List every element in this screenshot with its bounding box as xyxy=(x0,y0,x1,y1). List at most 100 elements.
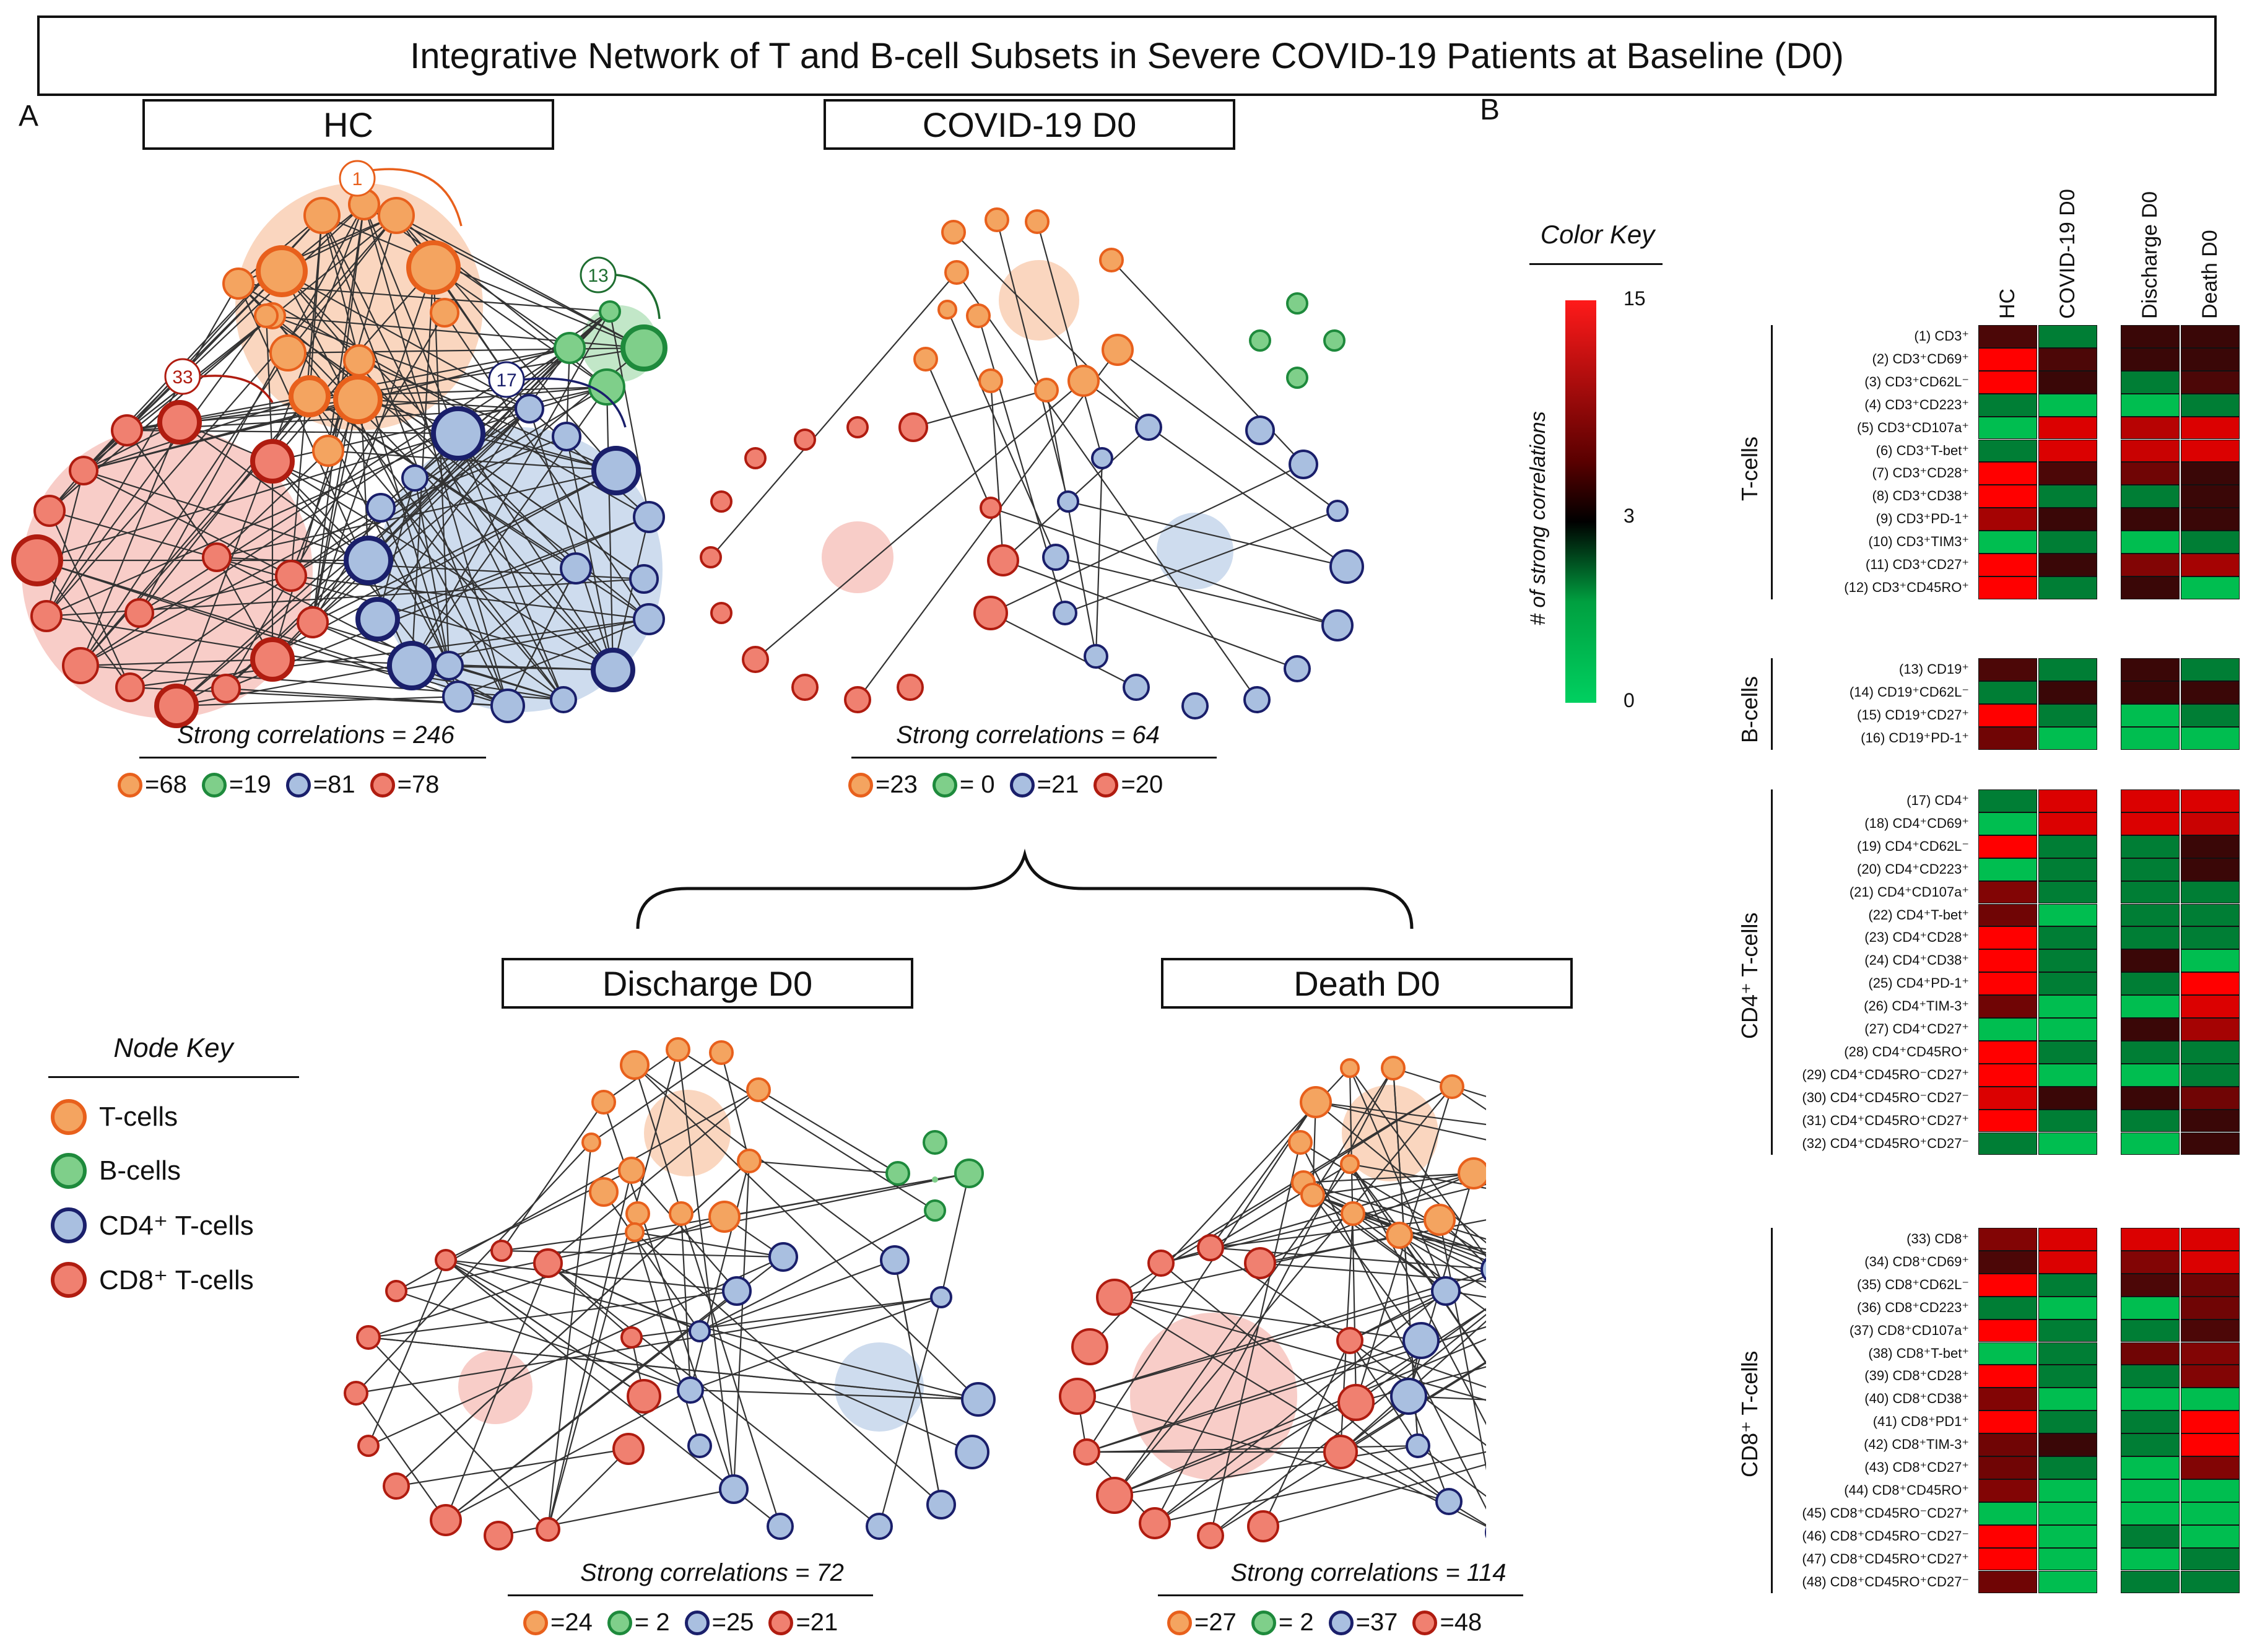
heatmap-cell xyxy=(2181,1018,2240,1041)
death-node-c8 xyxy=(1247,1510,1279,1542)
heatmap-cell xyxy=(1978,1433,2037,1456)
death-edge xyxy=(1154,1067,1394,1524)
hc-edge xyxy=(37,559,459,698)
heatmap-row-label: (45) CD8⁺CD45RO⁻CD27⁺ xyxy=(1802,1505,1969,1521)
t-cell-dot-icon xyxy=(523,1610,548,1635)
discharge-edge xyxy=(396,1172,970,1292)
hc-edge xyxy=(363,204,509,706)
heatmap-row-label: (1) CD3⁺ xyxy=(1914,328,1969,344)
heatmap-cell xyxy=(2121,926,2180,950)
covid-cluster-area xyxy=(999,260,1079,341)
covid-edge xyxy=(1117,349,1338,511)
hc-node-t xyxy=(269,334,306,372)
covid-node-t xyxy=(1099,248,1124,272)
death-edge xyxy=(1210,1163,1350,1248)
discharge-node-c8 xyxy=(627,1379,661,1414)
death-node-t xyxy=(1386,1222,1413,1249)
hc-edge xyxy=(46,315,267,617)
heatmap-cell xyxy=(2038,680,2097,704)
heatmap-cell xyxy=(2038,1547,2097,1571)
color-key-tick-max: 15 xyxy=(1624,287,1646,310)
heatmap-cell xyxy=(2181,1388,2240,1411)
covid-node-c4 xyxy=(1091,447,1113,469)
death-node-c8 xyxy=(1096,1477,1133,1514)
death-node-t xyxy=(1340,1058,1360,1078)
heatmap-cell xyxy=(2121,1456,2180,1479)
hc-node-c8 xyxy=(30,600,63,632)
discharge-node-t xyxy=(618,1157,645,1184)
heatmap-column-header: Death D0 xyxy=(2198,230,2222,319)
heatmap-row-label: (12) CD3⁺CD45RO⁺ xyxy=(1844,579,1969,595)
hc-node-c4 xyxy=(355,597,400,641)
covid-node-c8 xyxy=(710,490,733,513)
hc-edge xyxy=(290,575,650,620)
heatmap-row-label: (11) CD3⁺CD27⁺ xyxy=(1865,557,1969,572)
heatmap-group-label: T-cells xyxy=(1737,437,1762,502)
death-edge xyxy=(1352,1213,1486,1312)
heatmap-cell xyxy=(2121,1570,2180,1594)
covid-node-c8 xyxy=(791,674,819,701)
discharge-node-c8 xyxy=(533,1248,563,1278)
discharge-node-c4 xyxy=(961,1382,996,1417)
death-edge xyxy=(1086,1445,1419,1453)
death-edge xyxy=(1086,1339,1422,1453)
heatmap-cell xyxy=(2181,1570,2240,1594)
discharge-edge xyxy=(501,1102,604,1251)
heatmap-row-label: (6) CD3⁺T-bet⁺ xyxy=(1876,442,1969,458)
heatmap-cell xyxy=(2038,1524,2097,1548)
heatmap-row-label: (8) CD3⁺CD38⁺ xyxy=(1872,488,1969,504)
hc-node-c4 xyxy=(401,464,428,492)
heatmap-cell xyxy=(1978,485,2037,508)
hc-node-c8 xyxy=(250,439,295,484)
heatmap-cell xyxy=(1978,554,2037,576)
hc-node-c4 xyxy=(490,689,525,723)
discharge-node-t xyxy=(620,1050,650,1080)
death-edge xyxy=(1077,1271,1486,1398)
hc-edge xyxy=(46,615,564,701)
discharge-edge xyxy=(633,1064,781,1527)
discharge-node-c8 xyxy=(435,1249,457,1271)
hc-count-t: =68 xyxy=(118,771,187,799)
death-edge xyxy=(1303,1182,1422,1341)
death-edge xyxy=(1263,1464,1486,1528)
heatmap-cell xyxy=(2181,1479,2240,1502)
death-edge xyxy=(1393,1067,1486,1097)
heatmap-cell xyxy=(1978,926,2037,950)
covid-node-c4 xyxy=(1135,414,1162,441)
heatmap-row-label: (7) CD3⁺CD28⁺ xyxy=(1872,465,1969,481)
heatmap-row-label: (18) CD4⁺CD69⁺ xyxy=(1864,815,1969,831)
node-key-cd4: CD4⁺ T-cells xyxy=(51,1207,254,1243)
death-node-c4 xyxy=(1390,1378,1427,1415)
heatmap-cell xyxy=(1978,726,2037,750)
discharge-node-c8 xyxy=(430,1504,462,1536)
death-node-t xyxy=(1424,1204,1456,1236)
heatmap-row-label: (32) CD4⁺CD45RO⁺CD27⁻ xyxy=(1802,1135,1969,1151)
death-node-t xyxy=(1300,1183,1325,1207)
hc-edge xyxy=(176,695,459,707)
heatmap-cell xyxy=(2181,1433,2240,1456)
hc-annotation-label: 33 xyxy=(172,367,193,388)
discharge-edge xyxy=(633,1232,701,1446)
hc-node-c8 xyxy=(33,495,66,527)
death-edge xyxy=(1210,1313,1486,1536)
heatmap-cell xyxy=(2181,1132,2240,1155)
heatmap-row-label: (34) CD8⁺CD69⁺ xyxy=(1864,1253,1969,1269)
death-edge xyxy=(1160,1183,1486,1264)
discharge-cluster-area xyxy=(644,1090,731,1176)
hc-annotation-circle xyxy=(339,160,376,197)
discharge-edge xyxy=(367,1259,447,1446)
hc-node-t xyxy=(256,245,308,297)
heatmap-group-bracket xyxy=(1771,1228,1773,1594)
covid-edge xyxy=(996,219,1069,502)
covid-edge xyxy=(990,464,1304,614)
covid-node-b xyxy=(1286,292,1308,315)
heatmap-cell xyxy=(2038,1228,2097,1251)
death-node-c8 xyxy=(1197,1234,1224,1261)
b-cell-dot-icon xyxy=(1251,1610,1276,1635)
discharge-node-c8 xyxy=(383,1472,410,1500)
death-edge xyxy=(1451,1086,1486,1110)
heatmap-cell xyxy=(2181,1502,2240,1525)
hc-edge xyxy=(565,436,614,671)
heatmap-cell xyxy=(1978,1040,2037,1064)
heatmap-cell xyxy=(1978,949,2037,973)
